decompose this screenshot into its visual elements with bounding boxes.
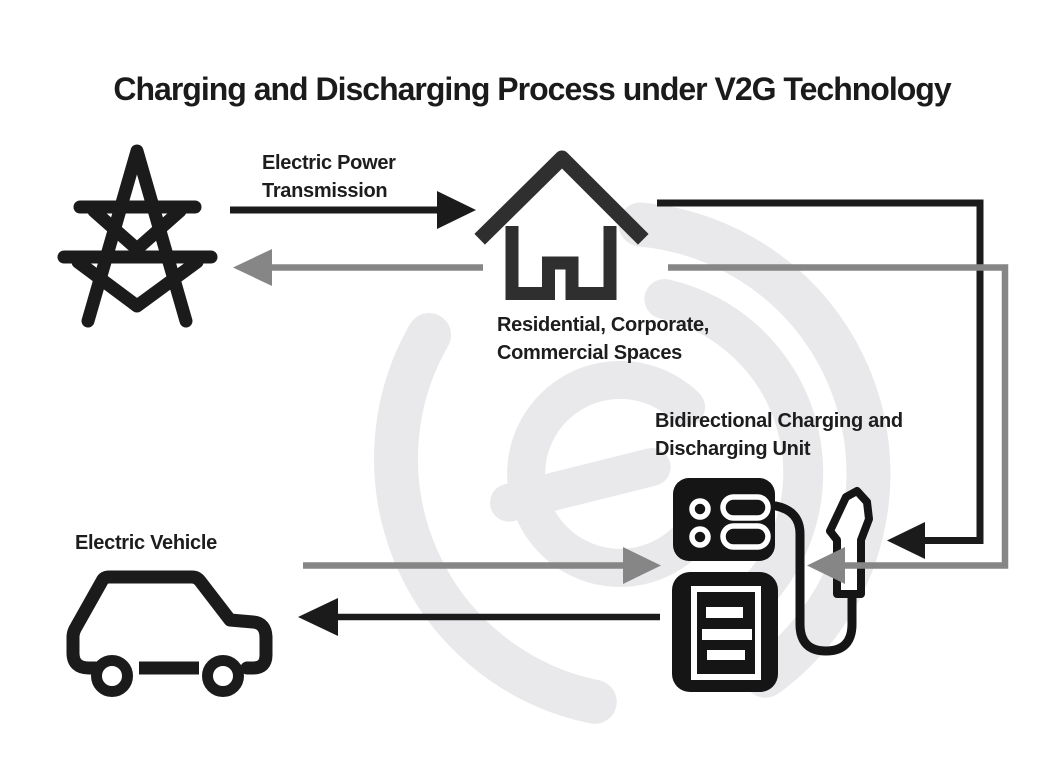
label-line: Bidirectional Charging and: [655, 410, 903, 432]
charging-unit-icon: [672, 478, 873, 692]
arrow-unit-to-vehicle: [298, 598, 660, 636]
building-icon: [474, 150, 649, 300]
label-line: Commercial Spaces: [497, 342, 682, 364]
label-line: Residential, Corporate,: [497, 314, 710, 336]
label-building-spaces: Residential, Corporate, Commercial Space…: [497, 311, 709, 367]
label-electric-power-transmission: Electric Power Transmission: [262, 149, 396, 205]
arrow-vehicle-to-unit: [303, 547, 661, 584]
label-line: Transmission: [262, 180, 388, 202]
label-line: Electric Power: [262, 152, 396, 174]
label-line: Discharging Unit: [655, 438, 811, 460]
watermark-logo: [374, 202, 891, 724]
arrow-discharge-to-grid: [233, 249, 1009, 584]
arrow-building-to-plug: [657, 199, 984, 559]
arrow-grid-to-building: [230, 191, 476, 229]
label-electric-vehicle: Electric Vehicle: [75, 532, 217, 554]
transmission-tower-icon: [57, 144, 218, 328]
label-charging-unit: Bidirectional Charging and Discharging U…: [655, 407, 903, 463]
electric-vehicle-icon: [66, 570, 273, 697]
page-title: Charging and Discharging Process under V…: [113, 71, 951, 107]
charging-cable: [771, 501, 857, 656]
